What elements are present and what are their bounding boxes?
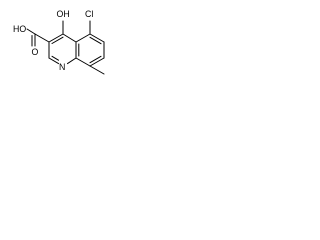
bond-c4-c4a xyxy=(62,33,77,43)
bond-c4-c3 xyxy=(48,33,64,43)
structure-diagram: Cl OH HO O N xyxy=(13,9,105,75)
bond-c7-c8 xyxy=(89,57,105,67)
bond-c3-c4-double xyxy=(51,36,64,44)
bond-c2-n-double xyxy=(51,55,59,61)
chlorine-label: Cl xyxy=(85,9,93,19)
ring-nitrogen-label: N xyxy=(59,62,65,72)
bond-c5-c6 xyxy=(89,33,105,43)
bond-c4a-c5 xyxy=(75,33,91,43)
bond-c8-c8a xyxy=(75,57,91,67)
benzene-ring-bonds xyxy=(75,33,105,67)
bond-n-c8a xyxy=(67,57,77,65)
bond-c5-c6-double xyxy=(89,36,102,45)
carboxyl-hydroxyl-label: HO xyxy=(13,24,26,34)
bond-carboxyl-ho xyxy=(26,28,36,35)
carbonyl-oxygen-label: O xyxy=(32,47,39,57)
bond-c2-n xyxy=(48,57,59,65)
hydroxyl-label: OH xyxy=(57,9,70,19)
pyridine-ring-bonds xyxy=(48,33,80,65)
bond-c7-c8-double xyxy=(89,55,102,64)
bond-c8-methyl xyxy=(89,65,105,75)
bond-c3-carboxyl xyxy=(34,33,50,43)
substituent-bonds xyxy=(26,20,105,75)
